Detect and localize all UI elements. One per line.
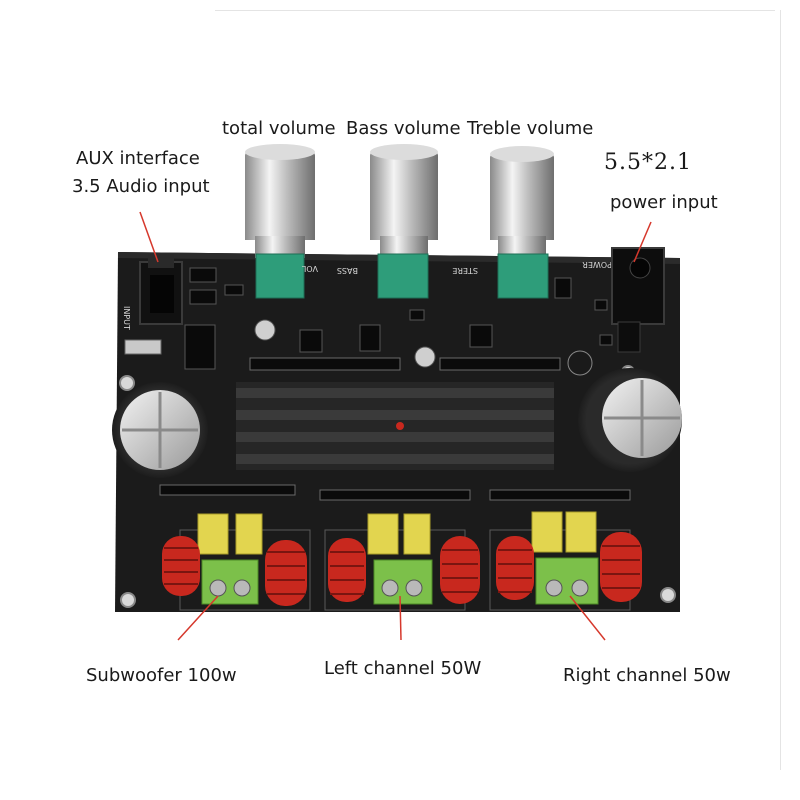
photo-frame-right <box>780 10 781 770</box>
total-volume-label: total volume <box>222 118 336 139</box>
mount-hole <box>660 587 676 603</box>
left-channel-label: Left channel 50W <box>324 658 482 679</box>
power-jack <box>611 247 665 353</box>
big-capacitor-right <box>578 368 682 472</box>
heatsink <box>236 382 554 470</box>
aux-jack <box>139 254 183 325</box>
silk-input: INPUT <box>122 306 131 330</box>
power-callout-line <box>633 221 652 263</box>
total-volume-knob <box>245 144 315 299</box>
output-section-left <box>324 513 480 611</box>
treble-volume-label: Treble volume <box>467 118 594 139</box>
mount-hole <box>120 592 136 608</box>
left-callout-line <box>399 595 402 641</box>
right-callout-line <box>569 595 606 641</box>
subwoofer-callout-line <box>177 595 219 641</box>
power-spec-label: 5.5*2.1 <box>604 150 692 175</box>
bass-volume-label: Bass volume <box>346 118 461 139</box>
aux-label-line2: 3.5 Audio input <box>72 176 210 197</box>
aux-label-line1: AUX interface <box>76 148 200 169</box>
treble-volume-knob <box>490 146 554 299</box>
svg-text:POWER: POWER <box>582 260 612 269</box>
big-capacitor-left <box>112 382 208 478</box>
svg-text:STERE: STERE <box>452 266 478 275</box>
power-input-label: power input <box>610 192 718 213</box>
subwoofer-label: Subwoofer 100w <box>86 665 237 686</box>
svg-text:VOL: VOL <box>301 264 318 273</box>
output-section-subwoofer <box>162 513 311 611</box>
mount-hole <box>119 375 135 391</box>
aux-callout-line <box>139 211 159 263</box>
bass-volume-knob <box>370 144 438 299</box>
photo-frame-top <box>215 10 775 11</box>
right-channel-label: Right channel 50w <box>563 665 731 686</box>
svg-text:BASS: BASS <box>337 266 358 275</box>
output-section-right <box>489 511 642 611</box>
